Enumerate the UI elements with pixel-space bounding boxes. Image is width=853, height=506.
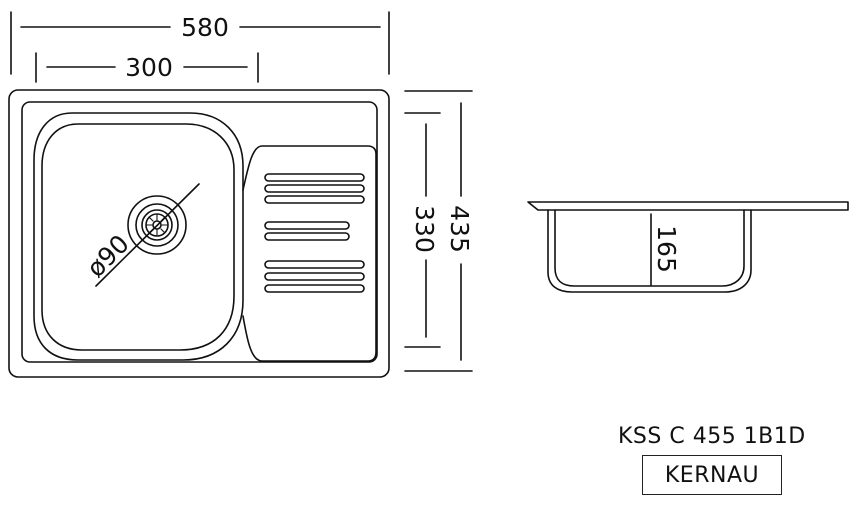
- drain: [95, 183, 200, 287]
- label-580: 580: [181, 13, 229, 42]
- dimension-435: [404, 90, 473, 372]
- dimension-300: [35, 52, 259, 83]
- label-165: 165: [652, 225, 681, 273]
- sink-plan-view: [8, 89, 390, 378]
- dimension-330: [404, 112, 441, 348]
- dimension-580: [10, 11, 390, 75]
- brand-label: KERNAU: [642, 455, 782, 495]
- label-drain-diameter: ø90: [81, 229, 135, 283]
- label-330: 330: [410, 205, 439, 253]
- label-435: 435: [445, 205, 474, 253]
- model-number: KSS C 455 1B1D: [618, 424, 806, 449]
- drainboard-ribs: [264, 173, 365, 293]
- sink-side-profile: [527, 201, 849, 293]
- label-300: 300: [125, 53, 173, 82]
